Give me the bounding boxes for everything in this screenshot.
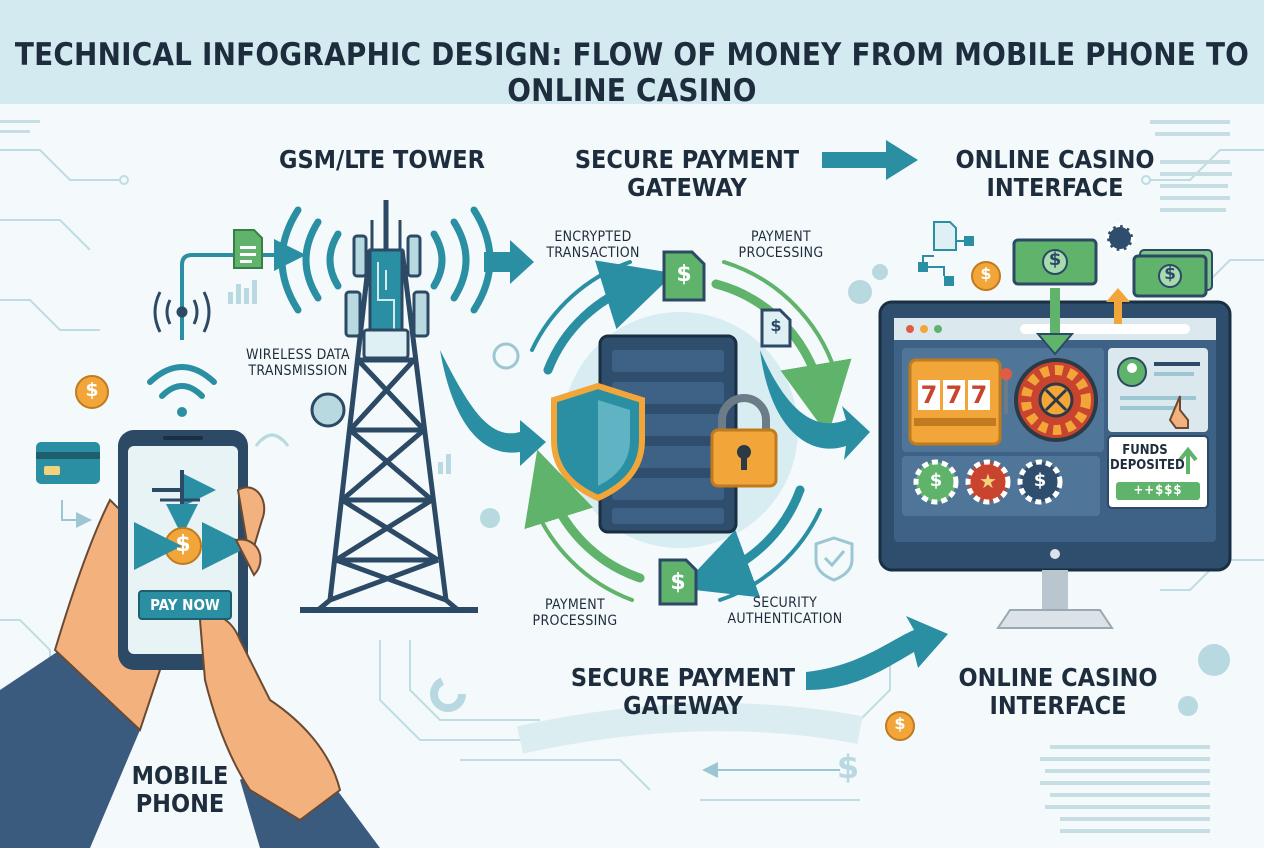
document-icon bbox=[233, 229, 263, 269]
uplink-line bbox=[180, 239, 306, 340]
dollar-symbol: $ bbox=[1164, 264, 1176, 284]
binary-texture bbox=[0, 120, 1232, 833]
dollar-symbol: $ bbox=[670, 570, 686, 595]
label-mobile-phone: MOBILE PHONE bbox=[131, 761, 229, 818]
arrow-gateway-to-casino-bottom bbox=[806, 616, 948, 690]
label-encrypted-transaction: ENCRYPTED TRANSACTION bbox=[546, 229, 640, 261]
slot-reel: 7 bbox=[945, 381, 963, 409]
left-sleeve bbox=[0, 650, 140, 848]
dollar-symbol: $ bbox=[175, 532, 191, 557]
decorative-swoosh bbox=[516, 703, 863, 754]
page-title: TECHNICAL INFOGRAPHIC DESIGN: FLOW OF MO… bbox=[14, 37, 1250, 109]
arrow-gateway-to-casino-top bbox=[822, 140, 918, 180]
dollar-symbol: $ bbox=[836, 748, 860, 786]
funds-amount: ++$$$ bbox=[1133, 483, 1183, 498]
pay-now-button[interactable]: PAY NOW bbox=[138, 590, 232, 620]
title-band: TECHNICAL INFOGRAPHIC DESIGN: FLOW OF MO… bbox=[0, 0, 1264, 109]
dollar-symbol: $ bbox=[980, 264, 992, 283]
transaction-document-icon bbox=[658, 558, 698, 606]
circuit-traces bbox=[0, 149, 1264, 801]
coin-icon bbox=[971, 261, 1001, 291]
transaction-document-icon bbox=[760, 308, 792, 348]
padlock-icon bbox=[710, 394, 778, 488]
dollar-symbol: $ bbox=[929, 470, 943, 491]
cursor-hand-icon bbox=[1168, 395, 1189, 429]
poker-chip-icon bbox=[1105, 223, 1135, 253]
slot-machine-icon bbox=[908, 358, 1012, 446]
dollar-symbol: $ bbox=[85, 379, 99, 401]
funds-deposited-panel bbox=[1107, 435, 1209, 509]
ring-icon bbox=[430, 676, 466, 712]
flowchart-icon bbox=[918, 221, 974, 286]
label-wireless-transmission: WIRELESS DATA TRANSMISSION bbox=[246, 347, 350, 379]
transaction-document-icon bbox=[662, 250, 706, 302]
satellite-dish bbox=[310, 392, 346, 428]
label-payment-processing-bottom: PAYMENT PROCESSING bbox=[532, 597, 618, 629]
label-gateway-top: SECURE PAYMENT GATEWAY bbox=[574, 145, 800, 202]
user-profile-card bbox=[1117, 357, 1200, 410]
pointing-hand bbox=[198, 614, 342, 822]
banknote-icons bbox=[1012, 238, 1213, 298]
label-payment-processing-top: PAYMENT PROCESSING bbox=[738, 229, 824, 261]
label-gateway-bottom: SECURE PAYMENT GATEWAY bbox=[570, 663, 796, 720]
small-signal-bars bbox=[438, 454, 451, 474]
slot-reel: 7 bbox=[920, 381, 938, 409]
antenna-panel bbox=[344, 290, 362, 338]
dollar-symbol: $ bbox=[1033, 470, 1047, 491]
dollar-symbol: $ bbox=[770, 316, 782, 335]
star-symbol: ★ bbox=[979, 469, 997, 493]
server-rack-icon bbox=[598, 334, 738, 534]
gateway-cycle-outer bbox=[530, 260, 842, 602]
wifi-icon bbox=[147, 364, 217, 417]
label-casino-bottom: ONLINE CASINO INTERFACE bbox=[958, 663, 1158, 720]
arrow-transmission bbox=[440, 350, 546, 466]
casino-chips bbox=[913, 459, 1063, 505]
funds-deposited-label: FUNDS DEPOSITED bbox=[1110, 443, 1185, 473]
gear-icon bbox=[480, 508, 500, 528]
signal-icon-small bbox=[254, 433, 290, 447]
antenna-panel bbox=[412, 290, 430, 338]
coin-icon-left bbox=[75, 375, 109, 409]
roulette-wheel-icon bbox=[1014, 358, 1098, 442]
exchange-icon bbox=[492, 342, 520, 370]
label-security-authentication: SECURITY AUTHENTICATION bbox=[727, 595, 843, 627]
arrow-gateway-to-casino bbox=[760, 350, 870, 460]
coin-icon-bottom bbox=[885, 711, 915, 741]
label-tower: GSM/LTE TOWER bbox=[279, 145, 485, 174]
gear-icon bbox=[848, 264, 1230, 716]
bar-chart-icon bbox=[228, 280, 257, 304]
dollar-symbol: $ bbox=[1048, 249, 1062, 270]
check-shield-icon bbox=[814, 536, 854, 582]
arrow-tower-to-gateway bbox=[484, 240, 534, 284]
tower-control-box bbox=[362, 328, 410, 360]
dollar-symbol: $ bbox=[676, 262, 692, 287]
credit-card-icon bbox=[36, 442, 100, 484]
dollar-symbol: $ bbox=[894, 714, 906, 733]
label-casino-top: ONLINE CASINO INTERFACE bbox=[955, 145, 1155, 202]
slot-reel: 7 bbox=[970, 381, 988, 409]
antenna-icon bbox=[153, 291, 211, 333]
